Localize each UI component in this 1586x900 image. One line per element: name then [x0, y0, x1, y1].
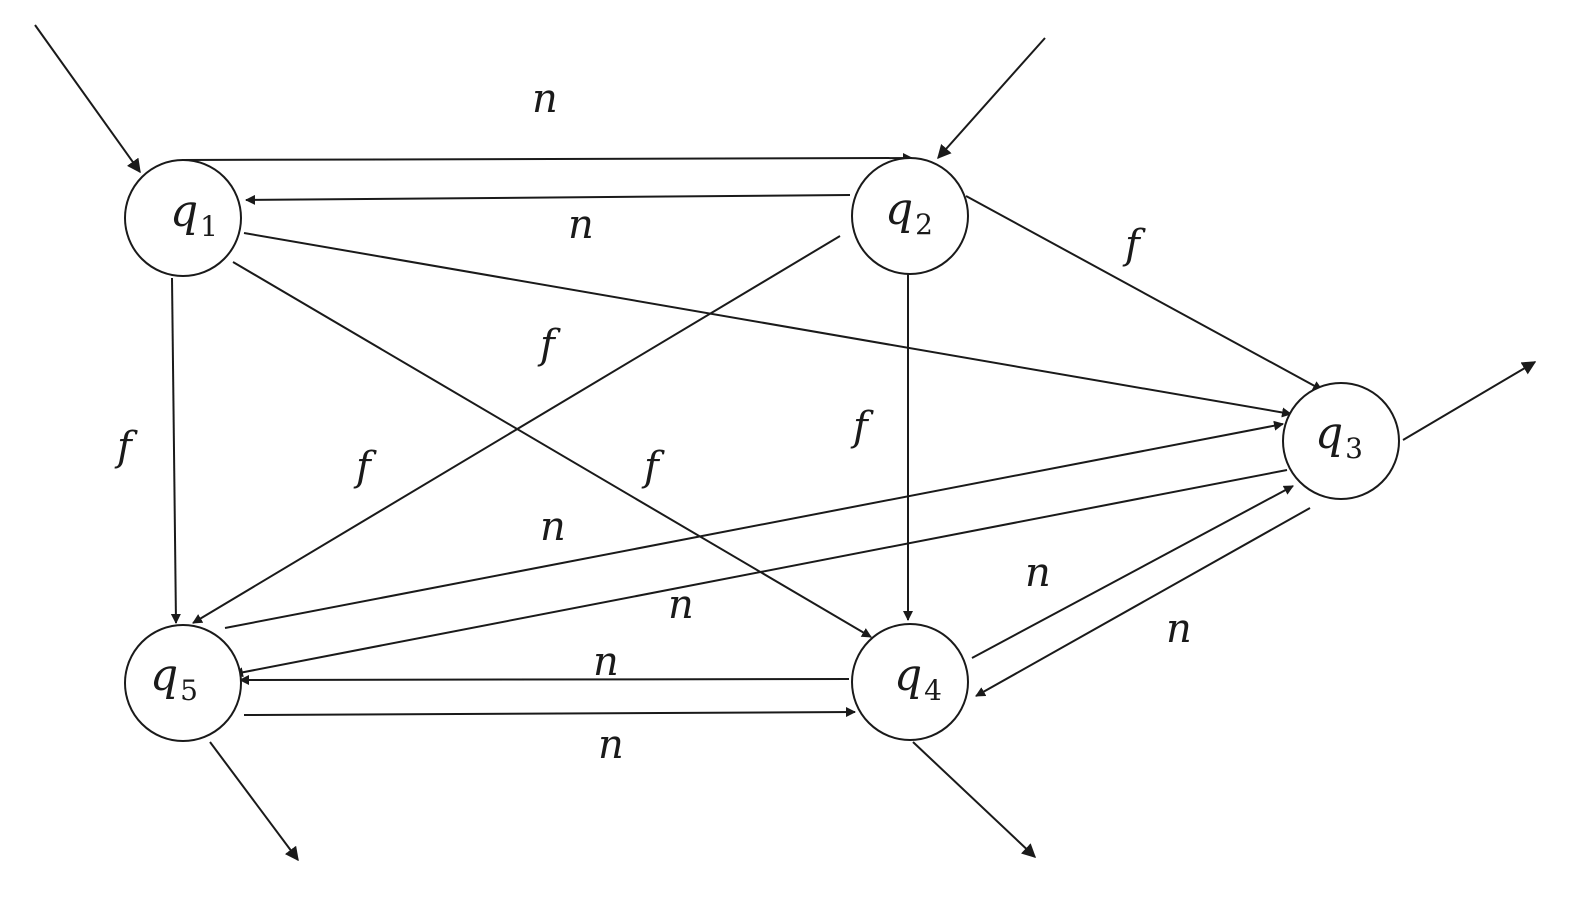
edge-label-q2-q4: f — [353, 444, 377, 490]
edge-label-q1-q3: f — [850, 404, 874, 450]
edge-q4-q5 — [239, 674, 850, 685]
state-q3-label: q3 — [1315, 408, 1363, 465]
edge-q4-q3 — [971, 485, 1294, 659]
edge-label-q5-q4: n — [598, 722, 624, 768]
edge-q1-q2 — [181, 153, 913, 164]
state-q1-label: q1 — [170, 186, 218, 243]
state-q2: q2 — [851, 157, 969, 275]
state-q2-circle — [851, 157, 969, 275]
final-arrow-q5 — [209, 741, 299, 862]
edge-label-q1-q2: n — [532, 76, 558, 122]
edge-label-q5-q3: n — [540, 504, 566, 550]
initial-arrow-q2 — [937, 37, 1046, 160]
final-arrow-q4 — [912, 741, 1037, 858]
edge-q2-q3 — [965, 195, 1323, 391]
edge-label-q2-q5: f — [537, 322, 561, 368]
edge-q1-q5 — [170, 277, 181, 624]
state-q3: q3 — [1282, 382, 1400, 500]
final-arrow-q3 — [1402, 361, 1537, 441]
edge-label-q3-q5: n — [668, 582, 694, 628]
edge-q2-q1 — [245, 194, 851, 205]
edge-q3-q5 — [233, 469, 1288, 678]
state-q3-circle — [1282, 382, 1400, 500]
state-q4: q4 — [851, 623, 969, 741]
initial-arrow-q1 — [34, 24, 141, 174]
edge-label-q4-q3: n — [1025, 550, 1051, 596]
state-q1: q1 — [124, 159, 242, 277]
state-q4-label: q4 — [894, 650, 942, 707]
state-q5: q5 — [124, 624, 242, 742]
edge-label-q2-q3: f — [1122, 222, 1146, 268]
edge-label-q3-q4: n — [1166, 606, 1192, 652]
edge-q1-q3 — [243, 232, 1292, 418]
state-q5-label: q5 — [150, 650, 198, 707]
edge-label-q2-q1: n — [568, 202, 594, 248]
edge-label-q1-q5: f — [114, 424, 138, 470]
edge-q1-q4 — [232, 261, 872, 638]
edge-q5-q4 — [243, 707, 856, 718]
state-q1-circle — [124, 159, 242, 277]
state-q4-circle — [851, 623, 969, 741]
edge-label-q4-q5: n — [593, 639, 619, 685]
edge-q3-q4 — [975, 507, 1311, 697]
edge-q5-q3 — [224, 420, 1284, 629]
state-q5-circle — [124, 624, 242, 742]
state-q2-label: q2 — [885, 184, 933, 241]
edge-label-q1-q4: f — [641, 444, 665, 490]
